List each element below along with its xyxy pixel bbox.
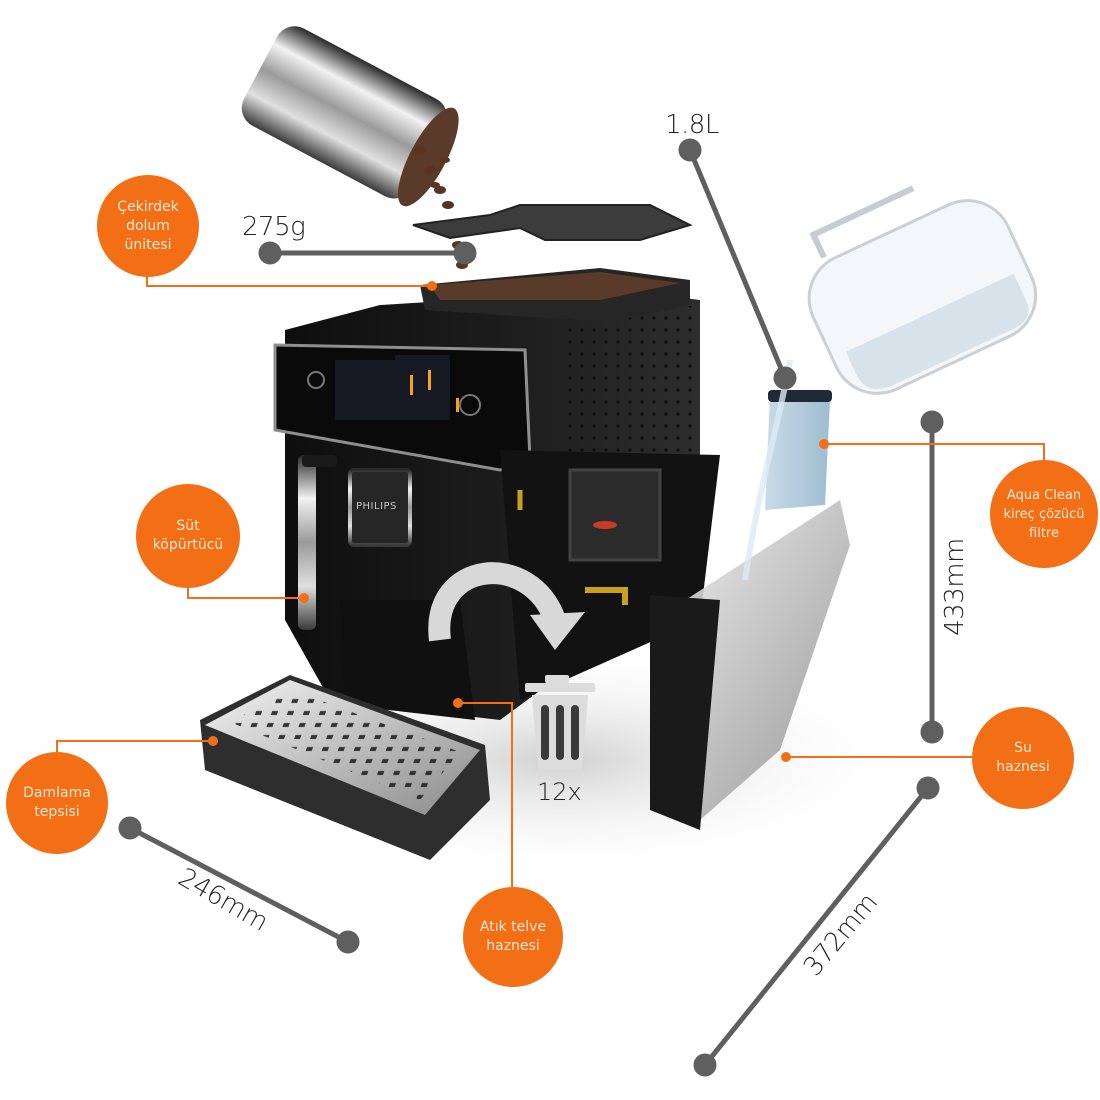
brand-label: PHILIPS xyxy=(356,501,397,512)
power-icon xyxy=(307,371,325,389)
bean-capacity-label: 275g xyxy=(242,212,306,242)
callout-milk-frother: Süt köpürtücü xyxy=(136,484,240,588)
callout-water-tank: Su haznesi xyxy=(972,707,1074,809)
callout-grounds-container: Atık telve haznesi xyxy=(463,887,563,987)
callout-aquaclean-filter: Aqua Clean kireç çözücü filtre xyxy=(990,460,1098,568)
curved-arrow-icon xyxy=(428,562,566,642)
bean-canister xyxy=(241,26,459,207)
grounds-capacity-label: 12x xyxy=(537,778,582,806)
callout-dots xyxy=(208,281,829,762)
height-dimension-label: 433mm xyxy=(939,538,970,636)
dimension-lines xyxy=(118,138,944,1077)
play-pause-icon xyxy=(459,394,481,416)
water-jug xyxy=(807,185,1038,395)
callout-bean-hopper: Çekirdek dolum ünitesi xyxy=(97,175,199,277)
water-capacity-label: 1.8L xyxy=(665,110,719,140)
callout-drip-tray: Damlama tepsisi xyxy=(6,752,108,854)
trash-bin-icon xyxy=(525,675,595,770)
